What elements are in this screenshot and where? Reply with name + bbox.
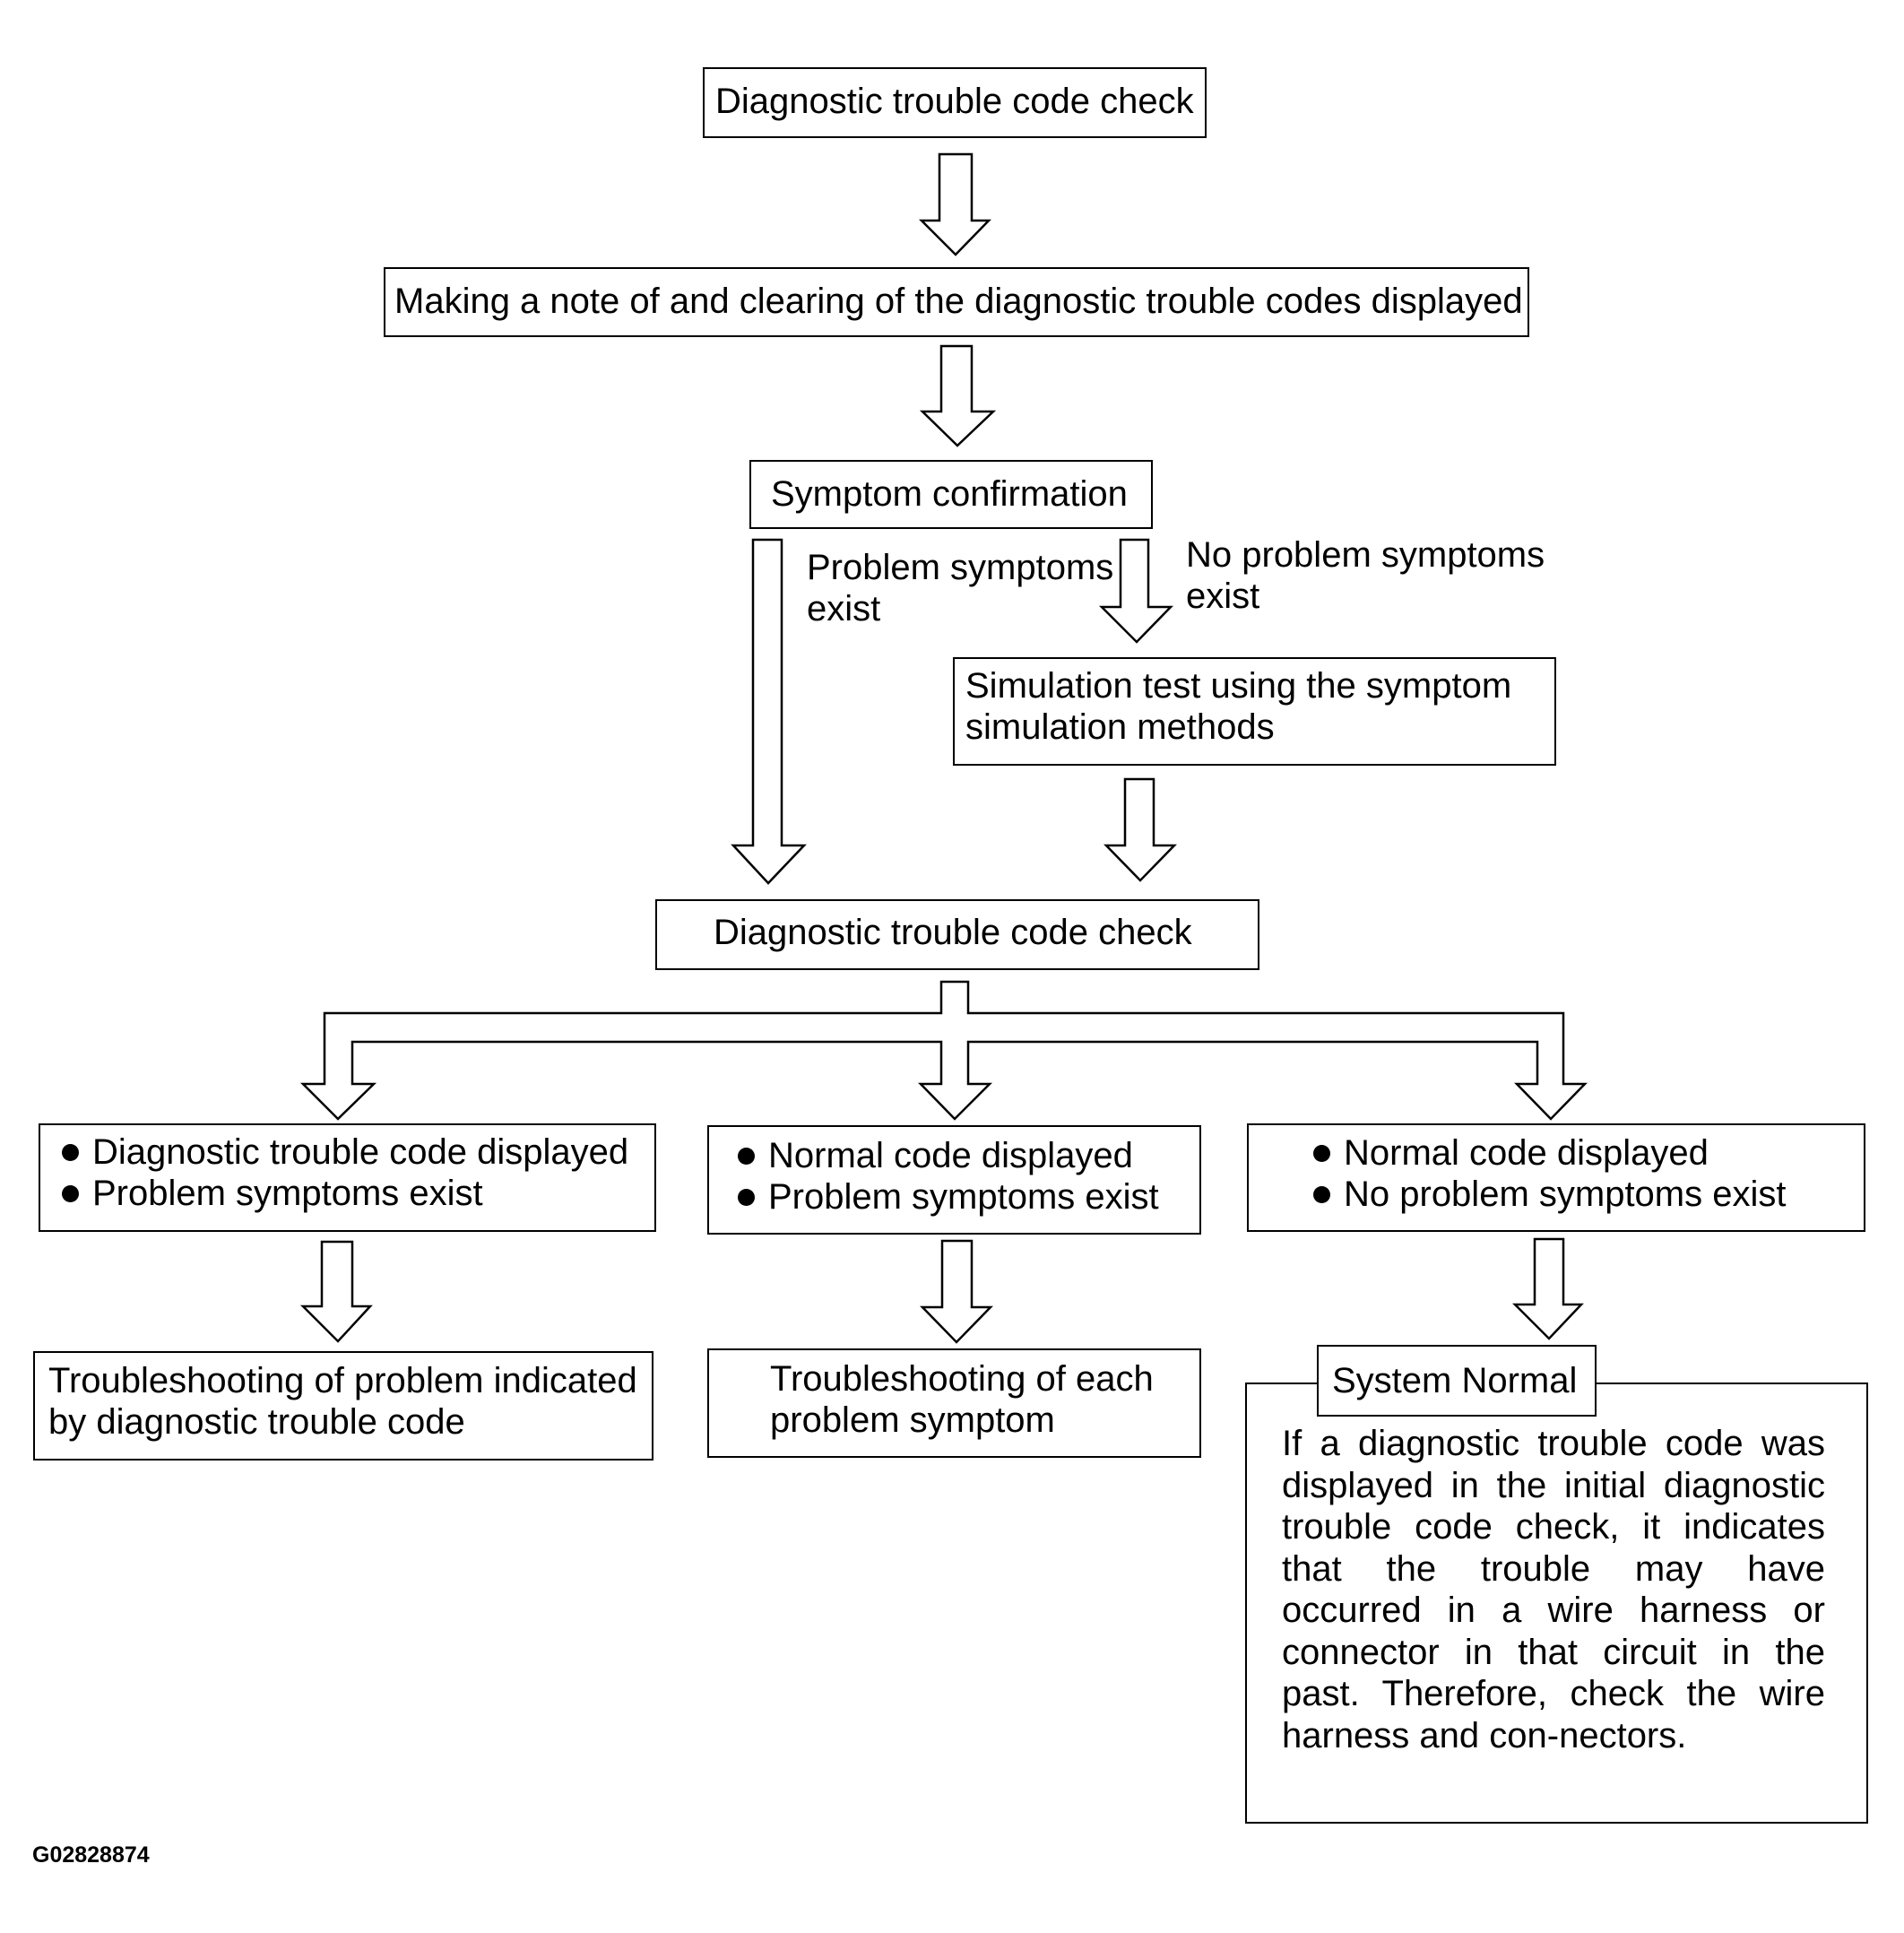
system-normal-panel: If a diagnostic trouble code was display… <box>1245 1383 1868 1824</box>
arrow-no-problem <box>1098 538 1173 644</box>
arrow-right-case-to-normal <box>1511 1237 1584 1340</box>
result-left-label-line1: Troubleshooting of problem indicated <box>48 1361 637 1400</box>
arrow-mid-case-to-result <box>920 1239 993 1344</box>
arrow-note-to-symptom <box>919 344 997 447</box>
result-left-box: Troubleshooting of problem indicated by … <box>33 1351 653 1461</box>
system-normal-title: System Normal <box>1332 1361 1578 1400</box>
result-mid-box: Troubleshooting of each problem symptom <box>707 1348 1201 1458</box>
result-left-label-line2: by diagnostic trouble code <box>48 1402 465 1442</box>
case-mid-item-1: Normal code displayed <box>738 1136 1133 1175</box>
no-problem-label-line1: No problem symptoms <box>1186 535 1545 575</box>
result-mid-label-line2: problem symptom <box>770 1400 1055 1440</box>
case-left-item-2: Problem symptoms exist <box>62 1174 483 1213</box>
arrow-branch-three-way <box>299 980 1588 1121</box>
simulation-test-box: Simulation test using the symptom simula… <box>953 657 1556 766</box>
figure-code: G02828874 <box>32 1842 150 1868</box>
system-normal-text: If a diagnostic trouble code was display… <box>1282 1424 1825 1755</box>
case-right-item-1: Normal code displayed <box>1313 1133 1709 1173</box>
simulation-test-label-line1: Simulation test using the symptom <box>965 666 1512 706</box>
arrow-problem-symptoms <box>731 538 807 885</box>
case-left-box: Diagnostic trouble code displayed Proble… <box>39 1123 656 1232</box>
dtc-check-second-box: Diagnostic trouble code check <box>655 899 1259 970</box>
arrow-check-to-note <box>918 152 991 256</box>
problem-symptoms-label-line1: Problem symptoms <box>807 548 1114 587</box>
arrow-left-case-to-result <box>299 1240 373 1343</box>
case-right-box: Normal code displayed No problem symptom… <box>1247 1123 1865 1232</box>
case-left-item-1: Diagnostic trouble code displayed <box>61 1132 629 1172</box>
note-clear-box: Making a note of and clearing of the dia… <box>384 267 1529 337</box>
note-clear-label: Making a note of and clearing of the dia… <box>394 282 1523 321</box>
symptom-confirmation-label: Symptom confirmation <box>771 474 1128 514</box>
problem-symptoms-label-line2: exist <box>807 589 881 628</box>
symptom-confirmation-box: Symptom confirmation <box>749 460 1153 529</box>
case-right-item-2: No problem symptoms exist <box>1312 1175 1787 1214</box>
case-mid-box: Normal code displayed Problem symptoms e… <box>707 1125 1201 1235</box>
dtc-check-top-box: Diagnostic trouble code check <box>703 67 1207 138</box>
result-mid-label-line1: Troubleshooting of each <box>770 1359 1154 1399</box>
simulation-test-label-line2: simulation methods <box>965 707 1275 747</box>
dtc-check-second-label: Diagnostic trouble code check <box>714 913 1192 952</box>
case-mid-item-2: Problem symptoms exist <box>738 1177 1159 1217</box>
no-problem-label-line2: exist <box>1186 576 1260 616</box>
dtc-check-top-label: Diagnostic trouble code check <box>715 82 1194 121</box>
arrow-simulation-to-check <box>1103 777 1177 882</box>
system-normal-title-box: System Normal <box>1317 1345 1597 1417</box>
